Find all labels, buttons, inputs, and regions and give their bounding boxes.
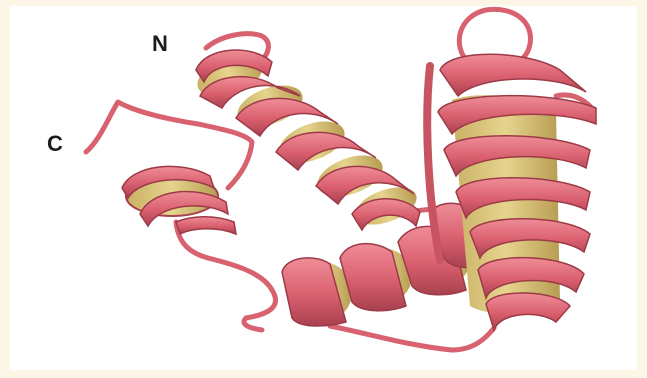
bottom-loop	[330, 326, 494, 350]
helix-small-left	[122, 166, 236, 234]
lower-left-loop	[176, 222, 276, 330]
n-terminus-label: N	[152, 33, 168, 55]
c-terminus-label: C	[47, 133, 63, 155]
